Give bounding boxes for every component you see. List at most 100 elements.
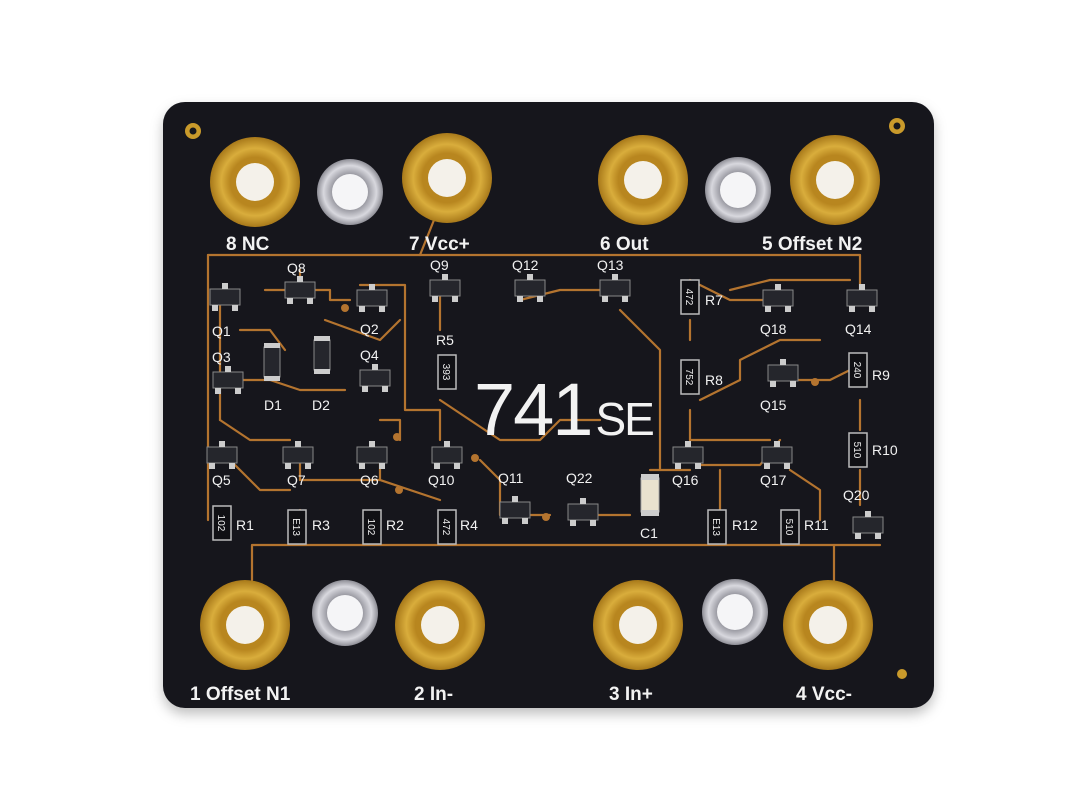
transistor-Q7 (282, 441, 314, 469)
resistor-R9: 240 (848, 352, 868, 388)
label-R9: R9 (872, 367, 890, 383)
resistor-R1: 102 (212, 505, 232, 541)
label-Q22: Q22 (566, 470, 593, 486)
transistor-Q5 (206, 441, 238, 469)
resistor-R4: 472 (437, 509, 457, 545)
pin-label-2: 2 In- (414, 684, 453, 705)
diode-D2 (313, 336, 331, 374)
board-title-number: 741 (474, 368, 591, 451)
diode-D1 (263, 343, 281, 381)
corner-dot (897, 669, 907, 679)
label-Q12: Q12 (512, 257, 539, 273)
transistor-Q15 (767, 359, 799, 387)
label-R11: R11 (804, 517, 829, 533)
resistor-R8: 752 (680, 359, 700, 395)
pin-label-5: 5 Offset N2 (762, 234, 862, 255)
pcb-board (163, 102, 934, 708)
label-R7: R7 (705, 292, 723, 308)
transistor-Q8 (284, 276, 316, 304)
transistor-Q18 (762, 284, 794, 312)
label-R10: R10 (872, 442, 898, 458)
label-R2: R2 (386, 517, 404, 533)
resistor-code: 240 (851, 362, 862, 379)
resistor-code: E13 (710, 518, 721, 536)
pin-label-6: 6 Out (600, 234, 649, 255)
label-R8: R8 (705, 372, 723, 388)
label-Q1: Q1 (212, 323, 231, 339)
label-Q14: Q14 (845, 321, 872, 337)
pin-label-4: 4 Vcc- (796, 684, 852, 705)
label-Q11: Q11 (498, 470, 524, 486)
label-R4: R4 (460, 517, 478, 533)
label-R3: R3 (312, 517, 330, 533)
label-C1: C1 (640, 525, 658, 541)
resistor-R11: 510 (780, 509, 800, 545)
resistor-code: 472 (683, 289, 694, 306)
label-Q2: Q2 (360, 321, 379, 337)
label-Q20: Q20 (843, 487, 870, 503)
label-Q3: Q3 (212, 349, 231, 365)
pin-pads-top (210, 133, 880, 227)
resistor-R5: 393 (437, 354, 457, 390)
label-Q7: Q7 (287, 472, 306, 488)
transistor-Q12 (514, 274, 546, 302)
resistor-R12: E13 (707, 509, 727, 545)
component-labels: Q8 Q1 Q2 Q3 Q4 D1 D2 Q9 Q12 Q13 R5 R7 Q1… (212, 257, 898, 541)
resistor-code: 510 (851, 442, 862, 459)
vias (341, 304, 819, 521)
transistor-Q22 (567, 498, 599, 526)
pin-label-1: 1 Offset N1 (190, 684, 291, 705)
resistor-code: 102 (215, 515, 226, 532)
label-Q16: Q16 (672, 472, 699, 488)
transistor-Q9 (429, 274, 461, 302)
transistor-Q1 (209, 283, 241, 311)
resistors: 102 E13 102 472 393 472 752 240 510 E13 … (212, 279, 868, 545)
transistor-Q20 (852, 511, 884, 539)
transistor-Q4 (359, 364, 391, 392)
label-Q10: Q10 (428, 472, 455, 488)
resistor-R7: 472 (680, 279, 700, 315)
transistor-Q3 (212, 366, 244, 394)
board-title-suffix: SE (595, 393, 653, 445)
transistor-Q13 (599, 274, 631, 302)
capacitor-C1 (640, 474, 660, 516)
label-Q17: Q17 (760, 472, 787, 488)
label-Q15: Q15 (760, 397, 787, 413)
label-Q9: Q9 (430, 257, 449, 273)
transistor-Q10 (431, 441, 463, 469)
resistor-code: 393 (440, 364, 451, 381)
resistor-code: 102 (365, 519, 376, 536)
resistor-code: 472 (440, 519, 451, 536)
resistor-R2: 102 (362, 509, 382, 545)
label-Q4: Q4 (360, 347, 379, 363)
label-D2: D2 (312, 397, 330, 413)
transistor-Q6 (356, 441, 388, 469)
resistor-code: 752 (683, 369, 694, 386)
transistor-Q16 (672, 441, 704, 469)
transistors (206, 274, 884, 539)
pin-pads-bottom (200, 579, 873, 670)
label-Q5: Q5 (212, 472, 231, 488)
label-R12: R12 (732, 517, 758, 533)
label-Q6: Q6 (360, 472, 379, 488)
label-Q8: Q8 (287, 260, 306, 276)
board-title: 741SE (474, 368, 653, 451)
label-D1: D1 (264, 397, 282, 413)
pin-label-3: 3 In+ (609, 684, 653, 705)
resistor-code: 510 (783, 519, 794, 536)
pin-labels: 8 NC 7 Vcc+ 6 Out 5 Offset N2 1 Offset N… (190, 234, 862, 705)
label-Q18: Q18 (760, 321, 787, 337)
label-Q13: Q13 (597, 257, 624, 273)
transistor-Q11 (499, 496, 531, 524)
transistor-Q17 (761, 441, 793, 469)
label-R5: R5 (436, 332, 454, 348)
resistor-R3: E13 (287, 509, 307, 545)
resistor-R10: 510 (848, 432, 868, 468)
transistor-Q2 (356, 284, 388, 312)
pin-label-7: 7 Vcc+ (409, 234, 470, 255)
diodes (263, 336, 331, 381)
pin-label-8: 8 NC (226, 234, 270, 255)
label-R1: R1 (236, 517, 254, 533)
